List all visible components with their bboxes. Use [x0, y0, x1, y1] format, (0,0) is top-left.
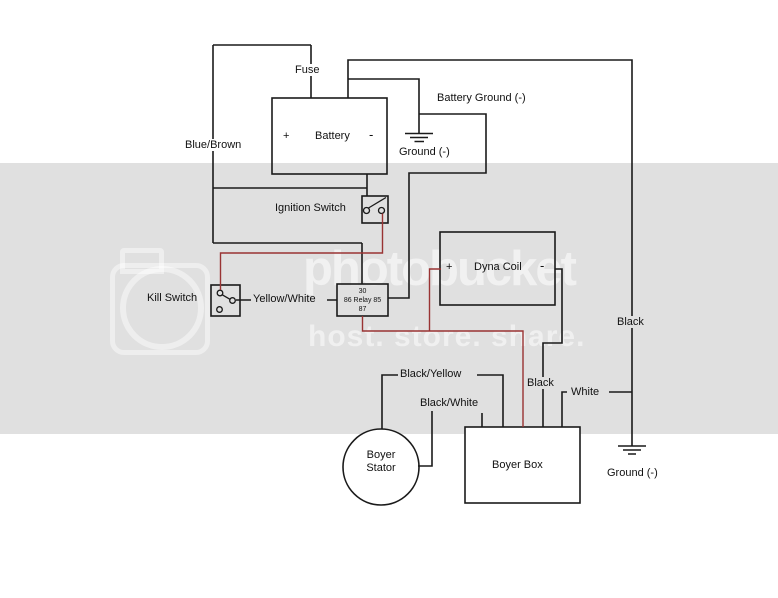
wire-red-ignition-to-kill	[219, 213, 384, 290]
wire-ignition-loop	[213, 187, 367, 284]
battery-plus-label: +	[283, 130, 290, 142]
photobucket-camera-icon	[108, 246, 218, 356]
dyna-coil-label: Dyna Coil	[474, 261, 522, 273]
black-right-label: Black	[615, 316, 646, 328]
camera-lens-shape	[120, 266, 204, 350]
kill-contact-middle	[229, 297, 236, 304]
ignition-switch-label: Ignition Switch	[275, 202, 346, 214]
ground-symbol-top	[405, 132, 433, 143]
relay-terminal-labels: 30 86 Relay 85 87	[337, 284, 388, 316]
relay-terminal-86-85: 86 Relay 85	[343, 296, 382, 304]
wire-coil-minus-black	[542, 268, 563, 427]
ground-top-label: Ground (-)	[399, 146, 450, 158]
ignition-contact-left	[362, 206, 371, 215]
battery-box	[271, 97, 388, 175]
relay-terminal-30: 30	[358, 287, 367, 295]
kill-contact-top	[216, 289, 224, 297]
watermark-tagline-text: host. store. share.	[308, 320, 586, 353]
wire-ground-to-relay85	[388, 113, 487, 299]
kill-contact-bottom	[216, 306, 223, 313]
white-label: White	[571, 386, 600, 398]
wire-red-relay-to-boyer	[361, 316, 524, 427]
relay-terminal-87: 87	[358, 305, 367, 313]
black-white-label: Black/White	[420, 397, 479, 409]
yellow-white-label: Yellow/White	[253, 293, 316, 305]
ignition-contact-right	[377, 206, 386, 215]
boyer-stator-line2: Stator	[366, 462, 396, 474]
battery-ground-label: Battery Ground (-)	[437, 92, 526, 104]
wire-white	[561, 391, 632, 427]
kill-switch-lever	[221, 294, 231, 300]
ground-symbol-bottom	[618, 445, 646, 455]
kill-switch-label: Kill Switch	[147, 292, 198, 304]
boyer-stator-line1: Boyer	[366, 449, 396, 461]
dyna-minus-label: -	[540, 258, 545, 273]
boyer-box-label: Boyer Box	[492, 459, 543, 471]
ignition-switch-box	[361, 195, 389, 224]
dyna-plus-label: +	[446, 261, 453, 273]
battery-minus-label: -	[369, 127, 374, 142]
black-bottom-label: Black	[525, 377, 556, 389]
boyer-stator-label: Boyer Stator	[343, 449, 419, 475]
boyer-stator-circle	[342, 428, 420, 506]
black-yellow-label: Black/Yellow	[400, 368, 462, 380]
ground-bottom-label: Ground (-)	[607, 467, 658, 479]
wire-black-yellow	[381, 374, 504, 429]
fuse-label: Fuse	[293, 64, 322, 76]
battery-label: Battery	[315, 130, 350, 142]
blue-brown-label: Blue/Brown	[183, 139, 244, 151]
wire-red-branch-to-coil	[428, 268, 441, 331]
camera-body-shape	[110, 263, 210, 355]
wire-battery-ground-short	[348, 78, 420, 133]
wire-black-white	[418, 411, 483, 467]
ignition-switch-lever	[368, 196, 387, 209]
